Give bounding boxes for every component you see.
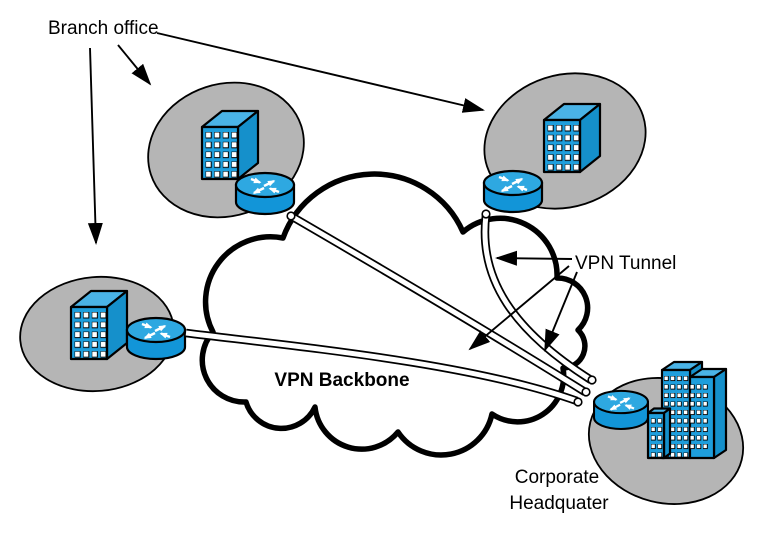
tunnel-end-ring <box>573 397 583 407</box>
branch-office-pointer-arrow-left <box>87 47 103 245</box>
router-icon <box>594 391 648 429</box>
tunnel-end-ring <box>587 375 597 385</box>
vpn-tunnel-pointer-arrow-1 <box>495 250 573 266</box>
vpn-tunnel-tube-top <box>286 211 591 397</box>
router-icon <box>127 318 185 359</box>
branch-office-pointer-arrow-middle <box>117 44 152 86</box>
vpn-tunnel-pointer-arrow-3 <box>544 271 578 352</box>
vpn-tunnel-label: VPN Tunnel <box>575 253 676 274</box>
vpn-tunnel-tube-right <box>480 209 597 385</box>
corporate-hq-label-line2: Headquater <box>509 493 609 514</box>
router-icon <box>484 171 542 212</box>
branch-office-pointer-arrow-right <box>156 32 485 113</box>
tunnel-end-ring <box>481 209 491 219</box>
vpn-backbone-label: VPN Backbone <box>274 370 409 391</box>
tunnel-end-ring <box>581 387 591 397</box>
office-building-icon <box>200 109 260 181</box>
corporate-hq-label-line1: Corporate <box>515 467 600 488</box>
hq-building-icon <box>646 360 728 460</box>
branch-office-label: Branch office <box>48 18 159 39</box>
router-icon <box>236 173 294 214</box>
vpn-tunnel-tube-left <box>185 328 583 407</box>
office-building-icon <box>69 289 129 361</box>
vpn-backbone-cloud <box>199 171 591 458</box>
office-building-icon <box>542 102 602 174</box>
vpn-tunnel-pointer-arrow-2 <box>468 265 570 351</box>
tunnel-end-ring <box>286 211 296 221</box>
